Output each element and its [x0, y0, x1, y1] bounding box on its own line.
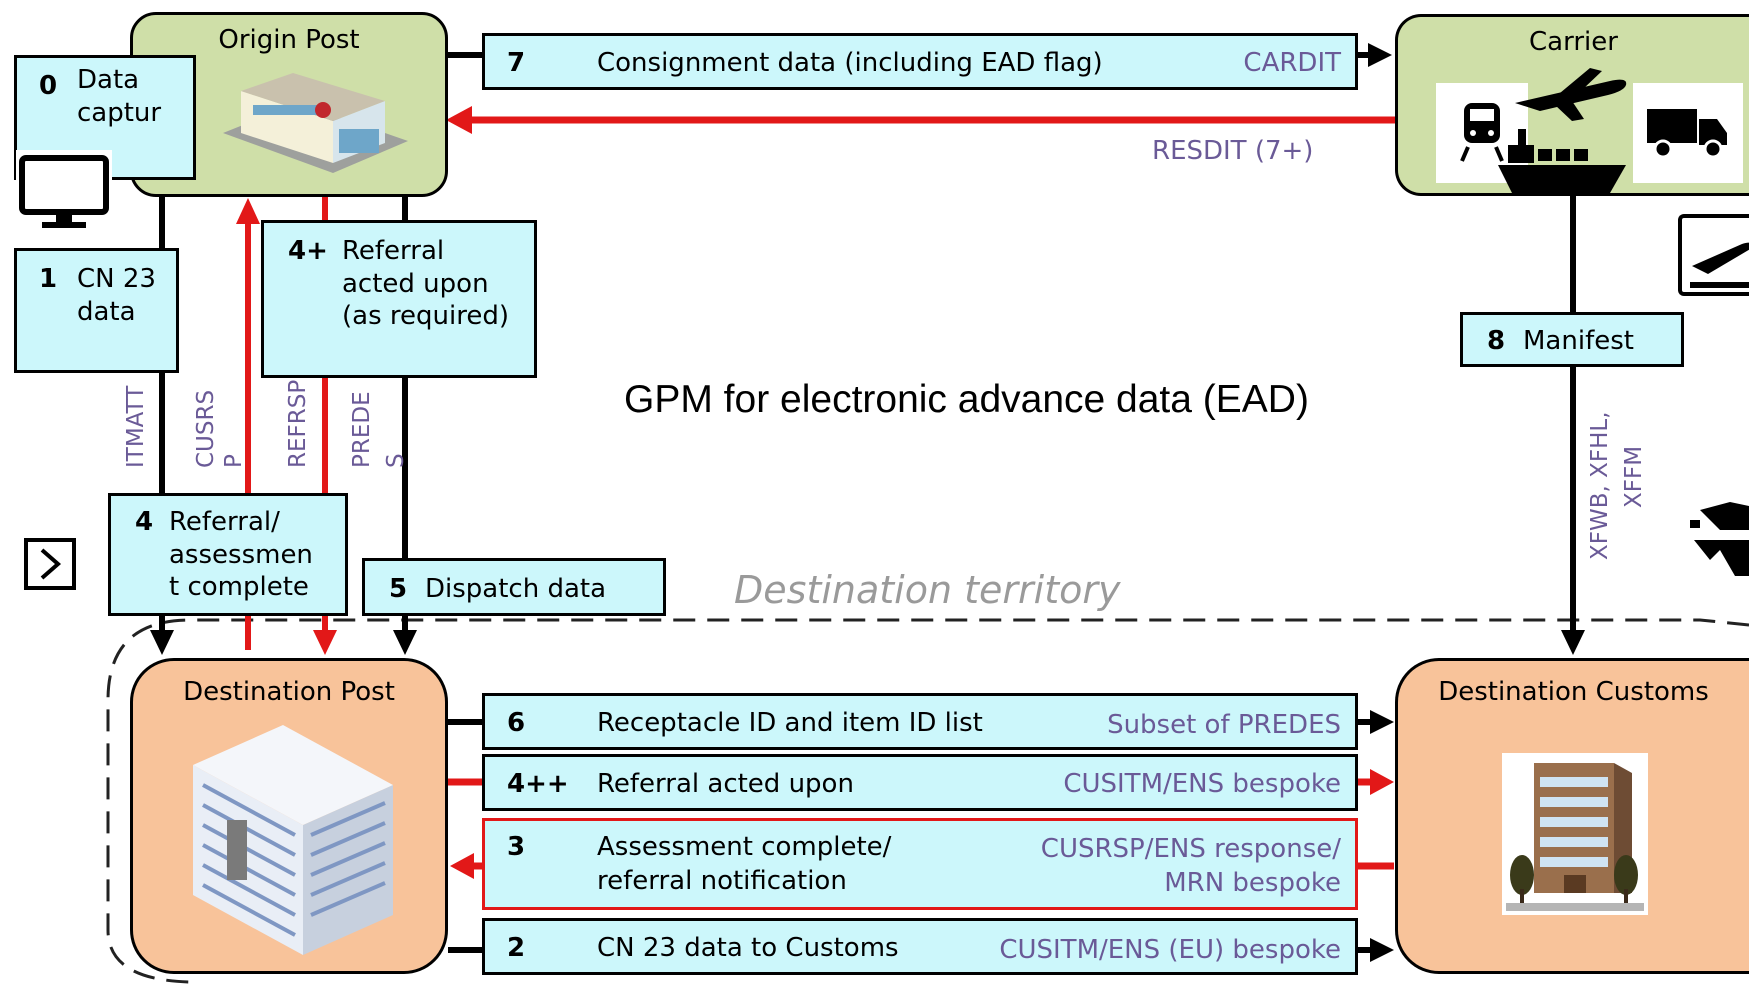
step-3-box: 3 Assessment complete/ referral notifica… [482, 818, 1358, 910]
step-7-number: 7 [507, 48, 526, 78]
cusrsp-code-2: P [221, 454, 247, 468]
step-4plusplus-box: 4++ Referral acted upon CUSITM/ENS bespo… [482, 754, 1358, 811]
flow-7plus-arrowhead [446, 106, 472, 134]
flow-4plus-arrowhead [313, 630, 337, 655]
cusrsp-code-1: CUSRS [193, 389, 219, 468]
step-3-code-2: MRN bespoke [1164, 868, 1341, 898]
step-5-label: Dispatch data [425, 574, 607, 604]
step-3-label-2: referral notification [597, 866, 847, 896]
truck-icon [1647, 109, 1727, 159]
step-0-label: Data captur [77, 65, 162, 128]
step-8-number: 8 [1487, 326, 1506, 356]
flow-7-arrowhead [1368, 43, 1392, 67]
xfwb-code-1: XFWB, XFHL, [1587, 411, 1613, 560]
step-7-label: Consignment data (including EAD flag) [597, 48, 1103, 78]
diagram-title: GPM for electronic advance data (EAD) [624, 378, 1309, 421]
destination-territory-label: Destination territory [734, 568, 1121, 612]
train-icon [1460, 103, 1504, 162]
step-0-number: 0 [39, 71, 58, 101]
flow-6-arrowhead [1370, 710, 1394, 734]
destination-customs-node: Destination Customs [1395, 658, 1749, 974]
step-3-code-1: CUSRSP/ENS response/ [1040, 834, 1341, 864]
step-4-number: 4 [135, 507, 154, 537]
step-4plus-label: Referral acted upon (as required) [342, 236, 509, 331]
step-4-box: 4 Referral/ assessmen t complete [108, 493, 348, 616]
flow-4-arrowhead [236, 198, 260, 224]
officer-icon [1690, 502, 1749, 576]
carrier-node: Carrier [1395, 14, 1749, 196]
step-6-code: Subset of PREDES [1107, 710, 1341, 740]
flow-4plusplus-arrowhead [1370, 769, 1394, 795]
customs-building-tile [1502, 753, 1648, 915]
post-office-icon [223, 73, 408, 173]
step-5-box: 5 Dispatch data [362, 558, 666, 616]
step-2-code: CUSITM/ENS (EU) bespoke [999, 935, 1341, 965]
destination-territory-region [106, 618, 1749, 984]
flow-1-arrowhead [150, 630, 174, 655]
destination-post-node: Destination Post [130, 658, 448, 974]
step-4plusplus-number: 4++ [507, 769, 569, 799]
predes-code-2: S [383, 453, 409, 468]
carrier-title: Carrier [1529, 27, 1618, 57]
office-building-icon [193, 725, 393, 955]
step-6-label: Receptacle ID and item ID list [597, 708, 983, 738]
step-4plusplus-code: CUSITM/ENS bespoke [1063, 769, 1341, 799]
flow-5-arrowhead [393, 630, 417, 655]
destination-post-title: Destination Post [183, 677, 395, 707]
refrsp-code: REFRSP [285, 379, 311, 468]
predes-code-1: PREDE [349, 391, 375, 468]
truck-icon-tile [1633, 83, 1743, 183]
step-1-label: CN 23 data [77, 264, 156, 327]
flow-2-arrowhead [1370, 938, 1394, 962]
itmatt-code: ITMATT [123, 385, 149, 468]
departure-icon [1678, 214, 1749, 296]
step-7-box: 7 Consignment data (including EAD flag) … [482, 33, 1358, 90]
destination-customs-title: Destination Customs [1438, 677, 1709, 707]
customs-building-icon [1506, 763, 1644, 911]
origin-post-title: Origin Post [218, 25, 360, 55]
step-6-number: 6 [507, 708, 526, 738]
step-4plus-number: 4+ [288, 236, 328, 266]
xfwb-code-2: XFFM [1621, 445, 1647, 508]
step-2-number: 2 [507, 933, 526, 963]
step-8-box: 8 Manifest [1460, 312, 1684, 367]
chevron-right-icon[interactable] [24, 538, 76, 590]
step-6-box: 6 Receptacle ID and item ID list Subset … [482, 693, 1358, 750]
step-4-label: Referral/ assessmen t complete [169, 507, 313, 602]
step-7plus-code: RESDIT (7+) [1152, 136, 1314, 166]
step-1-box: 1 CN 23 data [14, 248, 179, 373]
airplane-icon [1515, 68, 1627, 121]
flow-8-arrowhead [1561, 630, 1585, 655]
step-2-box: 2 CN 23 data to Customs CUSITM/ENS (EU) … [482, 918, 1358, 975]
step-2-label: CN 23 data to Customs [597, 933, 899, 963]
step-4plusplus-label: Referral acted upon [597, 769, 854, 799]
computer-icon [16, 150, 112, 230]
step-5-number: 5 [389, 574, 408, 604]
flow-3-arrowhead [450, 853, 474, 879]
step-3-number: 3 [507, 832, 526, 862]
step-1-number: 1 [39, 264, 58, 294]
ship-icon [1498, 129, 1626, 193]
step-7-code: CARDIT [1243, 48, 1341, 78]
step-8-label: Manifest [1523, 326, 1634, 356]
step-3-label-1: Assessment complete/ [597, 832, 892, 862]
step-4plus-box: 4+ Referral acted upon (as required) [261, 220, 537, 378]
